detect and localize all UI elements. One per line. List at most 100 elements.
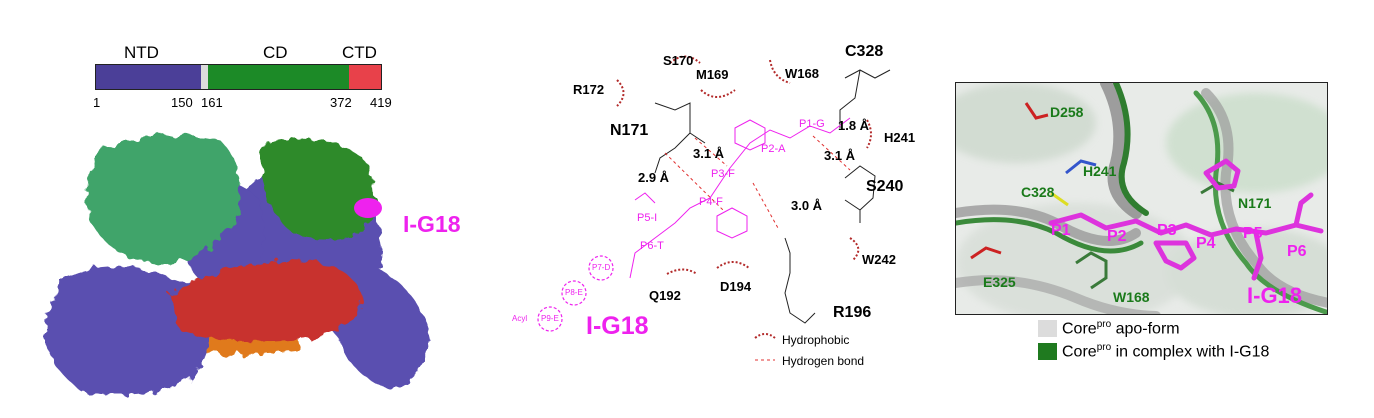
closeup-position-p4: P4 [1196,235,1216,252]
distance-label-s240-p2: 3.1 Å [824,148,856,163]
interaction-ligand-label: I-G18 [586,312,649,340]
residue-w242: W242 [862,252,896,267]
peptide-label-p3-f: P3-F [711,168,735,180]
distance-label-r196-p4: 3.0 Å [791,198,823,213]
apo-ribbon-4 [956,275,1161,314]
residue-r196: R196 [833,304,872,321]
interaction-diagram [537,55,891,361]
residue-h241: H241 [884,130,916,145]
domain-bar [95,64,382,90]
apo-ribbon-2 [1100,83,1142,219]
n171-skeleton [654,102,706,174]
legend-complex-label: Corepro in complex with I-G18 [1062,342,1269,361]
hydrophobic-arc-w242 [849,237,860,261]
hbond-line-1 [664,152,724,211]
peptide-label-p5-i: P5-I [637,212,658,224]
closeup-residue-d258: D258 [1050,104,1084,120]
position-label-419: 419 [370,95,392,110]
closeup-position-p1: P1 [1051,222,1071,239]
legend-complex-core-text: Core [1062,343,1097,361]
legend-apo-label: Corepro apo-form [1062,319,1180,338]
structure-ligand-label: I-G18 [403,211,461,237]
peptide-label-p7-d: P7-D [592,263,611,272]
ligand-backbone [1048,212,1324,238]
peptide-label-p8-e: P8-E [565,288,583,297]
legend-hydrophobic-mark [754,333,776,339]
peptide-label-p1-g: P1-G [799,118,825,130]
peptide-backbone [629,117,851,279]
domain-label-cd: CD [263,43,288,62]
ctd-red-density [170,260,365,342]
p3-f-ring [734,119,766,151]
closeup-position-p6: P6 [1287,243,1307,260]
closeup-residue-c328: C328 [1021,184,1055,200]
legend-apo-sup-text: pro [1096,319,1112,330]
residue-m169: M169 [696,67,729,82]
peptide-label-p4-f: P4-F [699,196,723,208]
ligand-p6-sidechain [1293,192,1314,228]
hydrophobic-arc-r172 [616,79,625,107]
closeup-panel [955,82,1328,315]
distance-label-n171-p3: 3.1 Å [693,146,725,161]
p8-e-circle [561,280,587,306]
residue-n171: N171 [610,122,649,139]
cd-dark-density [260,137,375,239]
closeup-residue-n171: N171 [1238,195,1272,211]
residue-s240: S240 [866,178,904,195]
p4-f-ring [716,207,748,239]
legend-apo-swatch [1038,320,1057,337]
ligand-p5-sidechain [1251,230,1264,281]
position-label-150: 150 [171,95,193,110]
hbond-line-4 [752,182,779,229]
complex-ribbon-1 [956,217,1144,254]
hydrophobic-arc-w168 [769,59,791,84]
hbond-line-2 [694,137,728,167]
p9-e-circle [537,306,563,332]
closeup-residue-w168: W168 [1113,289,1150,305]
legend-hydrophobic-label: Hydrophobic [782,333,850,347]
legend-complex-rest-text: in complex with I-G18 [1111,343,1270,361]
closeup-residue-e325: E325 [983,274,1016,290]
residue-s170: S170 [663,53,694,68]
residue-w168: W168 [785,66,819,81]
h241-sidechain [1065,159,1097,175]
w168-sidechain [1075,251,1108,290]
distance-label-c328-p1: 1.8 Å [838,118,870,133]
r196-skeleton [784,237,816,324]
p5-i-sidechain [634,192,656,204]
domain-ctd-segment [349,65,381,89]
closeup-ligand-label: I-G18 [1247,283,1303,308]
position-label-372: 372 [330,95,352,110]
c328-skeleton [839,69,891,128]
peptide-label-p2-a: P2-A [761,143,786,155]
legend-apo-rest-text: apo-form [1111,320,1180,338]
ntd-left-density [44,266,213,396]
hydrophobic-arc-s170 [669,55,701,64]
closeup-position-p3: P3 [1157,222,1177,239]
hydrophobic-arc-d194 [716,261,750,269]
ligand-p3-ring [1153,240,1197,271]
residue-d194: D194 [720,279,752,294]
domain-linker-segment [201,65,208,89]
complex-ribbon-2 [1113,83,1149,216]
apo-ribbon-3 [1201,88,1327,308]
c328-sidechain [1050,191,1069,207]
peptide-label-p9-e: P9-E [541,314,559,323]
ligand-density [354,198,382,218]
hbond-line-3 [812,135,851,171]
legend-complex-swatch [1038,343,1057,360]
closeup-position-p5: P5 [1243,225,1263,242]
domain-label-ntd: NTD [124,43,159,62]
peptide-label-p6-t: P6-T [640,240,664,252]
complex-ribbon-3 [1193,90,1327,314]
p7-d-circle [588,255,614,281]
closeup-residue-h241: H241 [1083,163,1117,179]
domain-cd-segment [208,65,349,89]
legend-complex-sup-text: pro [1096,342,1112,353]
cd-light-density [86,134,241,265]
closeup-position-p2: P2 [1107,228,1127,245]
hydrophobic-arc-q192 [666,268,698,275]
legend-hbond-label: Hydrogen bond [782,354,865,368]
residue-q192: Q192 [649,288,681,303]
distance-label-n171-p4: 2.9 Å [638,170,670,185]
